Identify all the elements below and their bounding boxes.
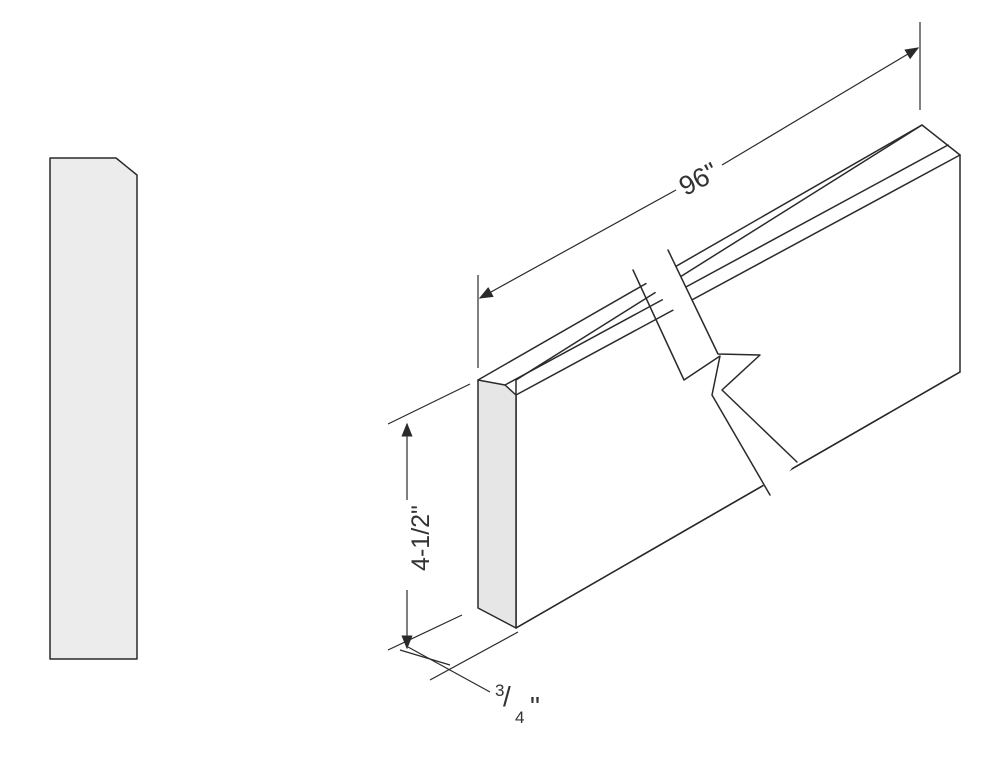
length-label: 96" [674, 157, 723, 202]
break-line-left [632, 269, 771, 496]
length-dimension-line-right [721, 47, 920, 166]
depth-numerator: 3 [495, 681, 504, 700]
length-dimension-line-left [478, 189, 677, 299]
height-label: 4-1/2" [407, 505, 435, 571]
profile-section [49, 157, 138, 660]
break-gap [633, 250, 797, 495]
depth-extension-right [429, 631, 519, 681]
board-bottom-edge [515, 371, 961, 629]
height-extension-top [387, 383, 471, 425]
board-back-face [515, 124, 961, 629]
break-line-right [667, 249, 798, 463]
depth-dimension-line [407, 646, 491, 693]
depth-extension-left [399, 649, 451, 666]
board-chamfer-line-2 [515, 154, 961, 396]
board-chamfer-line-1 [504, 144, 949, 386]
depth-denominator: 4 [515, 708, 524, 727]
depth-slash: / [503, 681, 511, 712]
depth-unit: " [530, 691, 540, 722]
depth-label: 3 / 4 " [495, 675, 540, 729]
board-top-edge [477, 124, 923, 381]
height-extension-bottom [387, 614, 463, 651]
board-end-face [477, 379, 517, 629]
